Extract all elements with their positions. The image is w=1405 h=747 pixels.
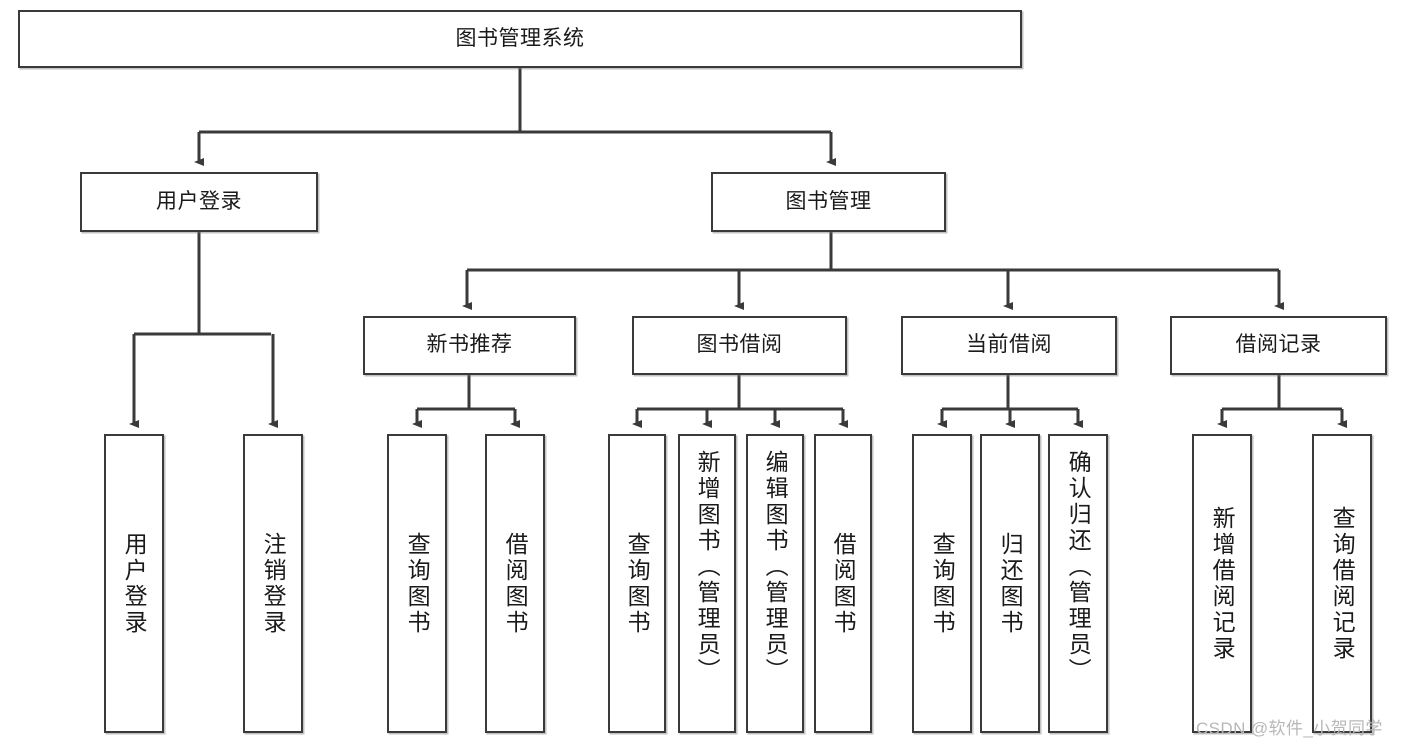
node-leaf-edit-book-admin[interactable]: 编辑图书（管理员） <box>746 434 804 733</box>
node-leaf-query-book-bor-label: 查询图书 <box>624 531 651 636</box>
node-new-book-recommend-label: 新书推荐 <box>426 333 513 357</box>
node-book-borrow-label: 图书借阅 <box>696 333 783 357</box>
node-leaf-user-login[interactable]: 用户登录 <box>104 434 164 733</box>
node-leaf-borrow-book-bor[interactable]: 借阅图书 <box>814 434 872 733</box>
node-leaf-confirm-return-admin[interactable]: 确认归还（管理员） <box>1048 434 1108 733</box>
csdn-watermark: CSDN @软件_小贺同学 <box>1196 719 1383 738</box>
node-leaf-edit-book-admin-label: 编辑图书（管理员） <box>762 450 789 684</box>
node-book-manage[interactable]: 图书管理 <box>711 172 946 232</box>
node-leaf-user-logout[interactable]: 注销登录 <box>243 434 303 733</box>
node-leaf-user-logout-label: 注销登录 <box>260 531 287 636</box>
node-borrow-record-label: 借阅记录 <box>1235 333 1322 357</box>
node-leaf-borrow-book-rec-label: 借阅图书 <box>502 531 529 636</box>
node-user-login[interactable]: 用户登录 <box>80 172 318 232</box>
node-leaf-add-borrow-record[interactable]: 新增借阅记录 <box>1192 434 1252 733</box>
node-leaf-confirm-return-admin-label: 确认归还（管理员） <box>1065 450 1092 684</box>
node-user-login-label: 用户登录 <box>156 189 242 213</box>
node-book-manage-label: 图书管理 <box>785 189 872 213</box>
node-leaf-return-book-label: 归还图书 <box>997 531 1024 636</box>
node-leaf-query-book-bor[interactable]: 查询图书 <box>608 434 666 733</box>
node-leaf-query-borrow-record[interactable]: 查询借阅记录 <box>1312 434 1372 733</box>
node-root[interactable]: 图书管理系统 <box>18 10 1022 68</box>
node-current-borrow[interactable]: 当前借阅 <box>901 316 1117 375</box>
node-leaf-borrow-book-bor-label: 借阅图书 <box>830 531 857 636</box>
node-leaf-add-borrow-record-label: 新增借阅记录 <box>1209 505 1236 662</box>
node-new-book-recommend[interactable]: 新书推荐 <box>363 316 576 375</box>
node-leaf-query-book-cur-label: 查询图书 <box>929 531 956 636</box>
node-leaf-query-book-cur[interactable]: 查询图书 <box>912 434 972 733</box>
node-leaf-query-borrow-record-label: 查询借阅记录 <box>1329 505 1356 662</box>
node-leaf-add-book-admin[interactable]: 新增图书（管理员） <box>678 434 736 733</box>
node-leaf-add-book-admin-label: 新增图书（管理员） <box>694 450 721 684</box>
node-leaf-return-book[interactable]: 归还图书 <box>980 434 1040 733</box>
node-borrow-record[interactable]: 借阅记录 <box>1170 316 1387 375</box>
node-current-borrow-label: 当前借阅 <box>966 333 1052 357</box>
node-leaf-user-login-label: 用户登录 <box>121 531 148 636</box>
node-book-borrow[interactable]: 图书借阅 <box>632 316 847 375</box>
node-leaf-query-book-rec[interactable]: 查询图书 <box>387 434 447 733</box>
node-leaf-borrow-book-rec[interactable]: 借阅图书 <box>485 434 545 733</box>
node-leaf-query-book-rec-label: 查询图书 <box>404 531 431 636</box>
node-root-label: 图书管理系统 <box>455 26 585 50</box>
